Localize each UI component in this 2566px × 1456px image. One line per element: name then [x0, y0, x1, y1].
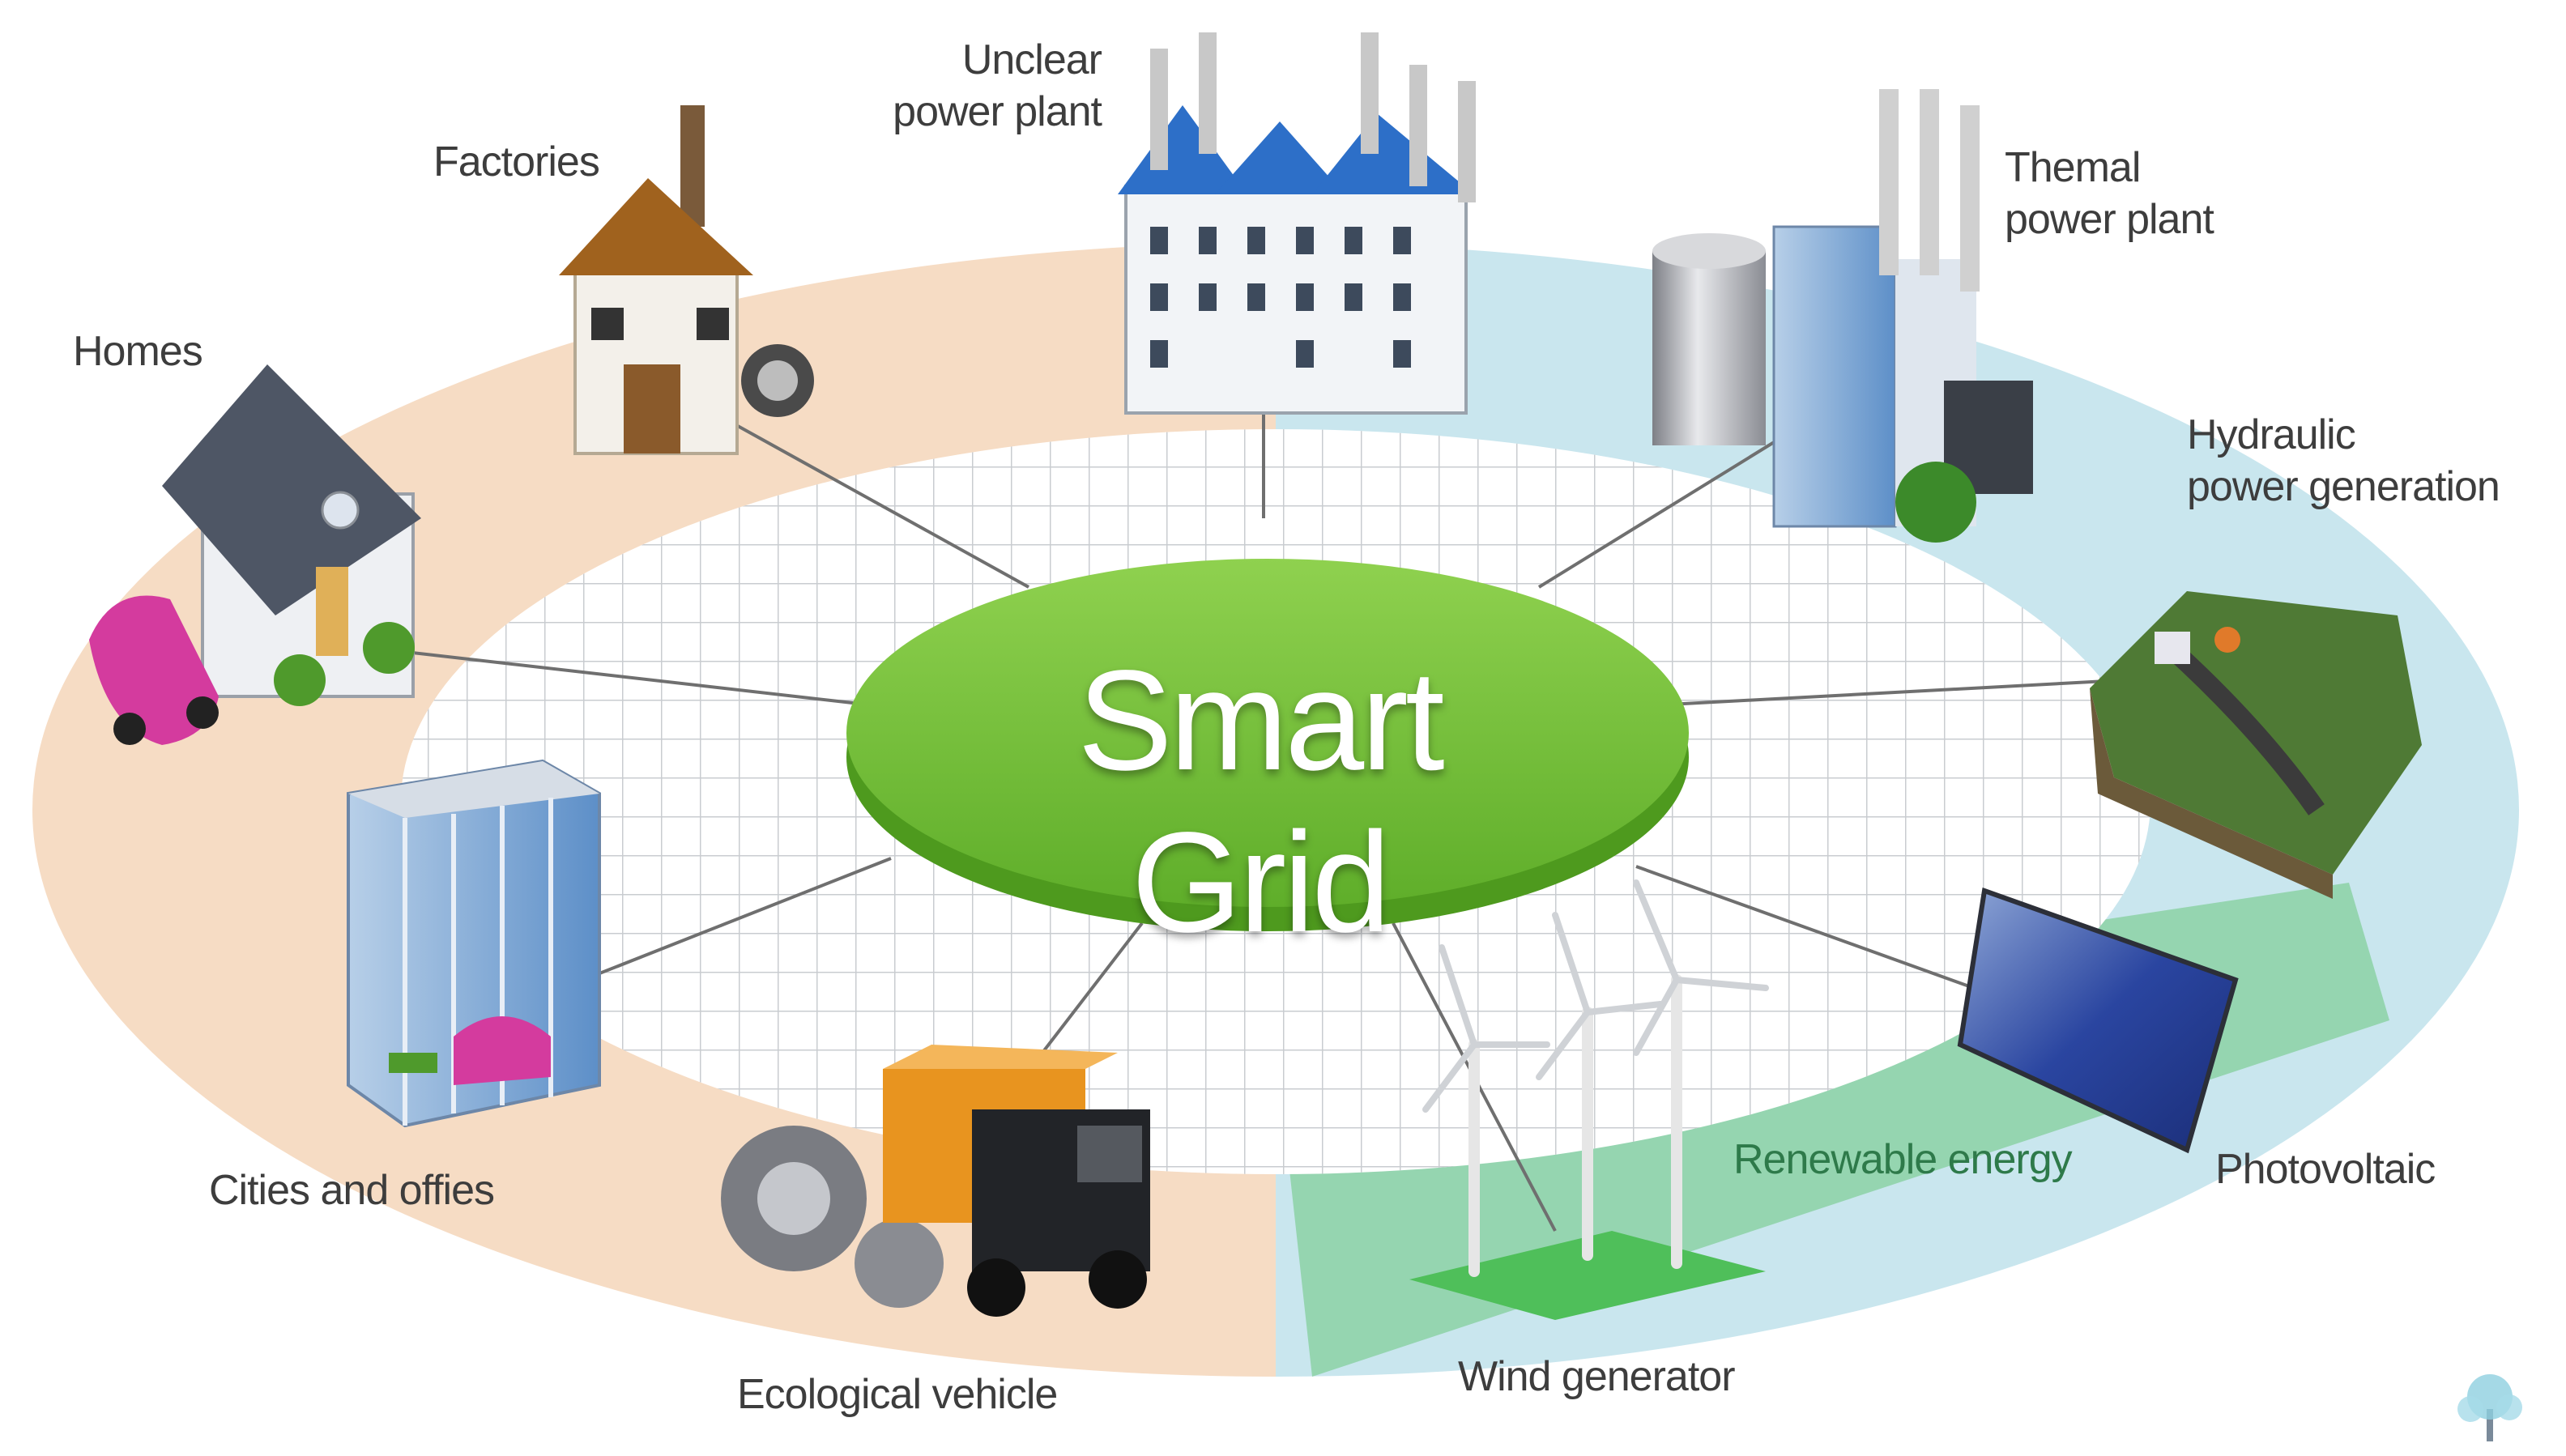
hydraulic-plant-icon: [2090, 591, 2422, 899]
hub-title: Smart Grid: [1077, 641, 1444, 962]
hydraulic-label: Hydraulic power generation: [2187, 409, 2500, 513]
smart-grid-hub: [846, 559, 1689, 931]
factories-label-line-1: Factories: [433, 138, 600, 185]
tree-logo-icon: [2457, 1374, 2522, 1441]
factories-label: Factories: [433, 136, 600, 188]
homes-label: Homes: [73, 326, 203, 377]
renewable-label-line-1: Renewable energy: [1733, 1136, 2073, 1183]
wind-turbine-icon: [1409, 879, 1769, 1320]
nuclear-label-line-2: power plant: [893, 88, 1102, 135]
office-building-icon: [347, 759, 601, 1128]
thermal-plant-label: Themal power plant: [2005, 142, 2214, 245]
vehicle-label: Ecological vehicle: [737, 1369, 1058, 1420]
renewable-energy-label: Renewable energy: [1733, 1134, 2073, 1186]
nuclear-plant-icon: [1118, 32, 1476, 415]
wind-generator-label: Wind generator: [1458, 1351, 1736, 1403]
hydraulic-label-line-1: Hydraulic: [2187, 411, 2356, 458]
factory-icon: [559, 105, 814, 455]
nuclear-plant-label: Unclear power plant: [891, 34, 1102, 138]
thermal-label-line-2: power plant: [2005, 196, 2214, 243]
hydraulic-label-line-2: power generation: [2187, 463, 2500, 510]
vehicle-label-line-1: Ecological vehicle: [737, 1371, 1058, 1418]
thermal-label-line-1: Themal: [2005, 144, 2141, 191]
photovoltaic-label: Photovoltaic: [2215, 1143, 2436, 1195]
cities-label: Cities and offies: [209, 1164, 495, 1216]
homes-label-line-1: Homes: [73, 328, 203, 375]
connection-lines: [404, 381, 2123, 1232]
wind-label-line-1: Wind generator: [1458, 1353, 1736, 1400]
ecological-vehicle-icon: [721, 1045, 1150, 1317]
photovoltaic-label-line-1: Photovoltaic: [2215, 1146, 2436, 1193]
home-icon: [89, 364, 421, 745]
cities-label-line-1: Cities and offies: [209, 1167, 495, 1214]
solar-panel-icon: [1957, 887, 2239, 1154]
thermal-plant-icon: [1652, 89, 2033, 543]
nuclear-label-line-1: Unclear: [961, 36, 1102, 83]
